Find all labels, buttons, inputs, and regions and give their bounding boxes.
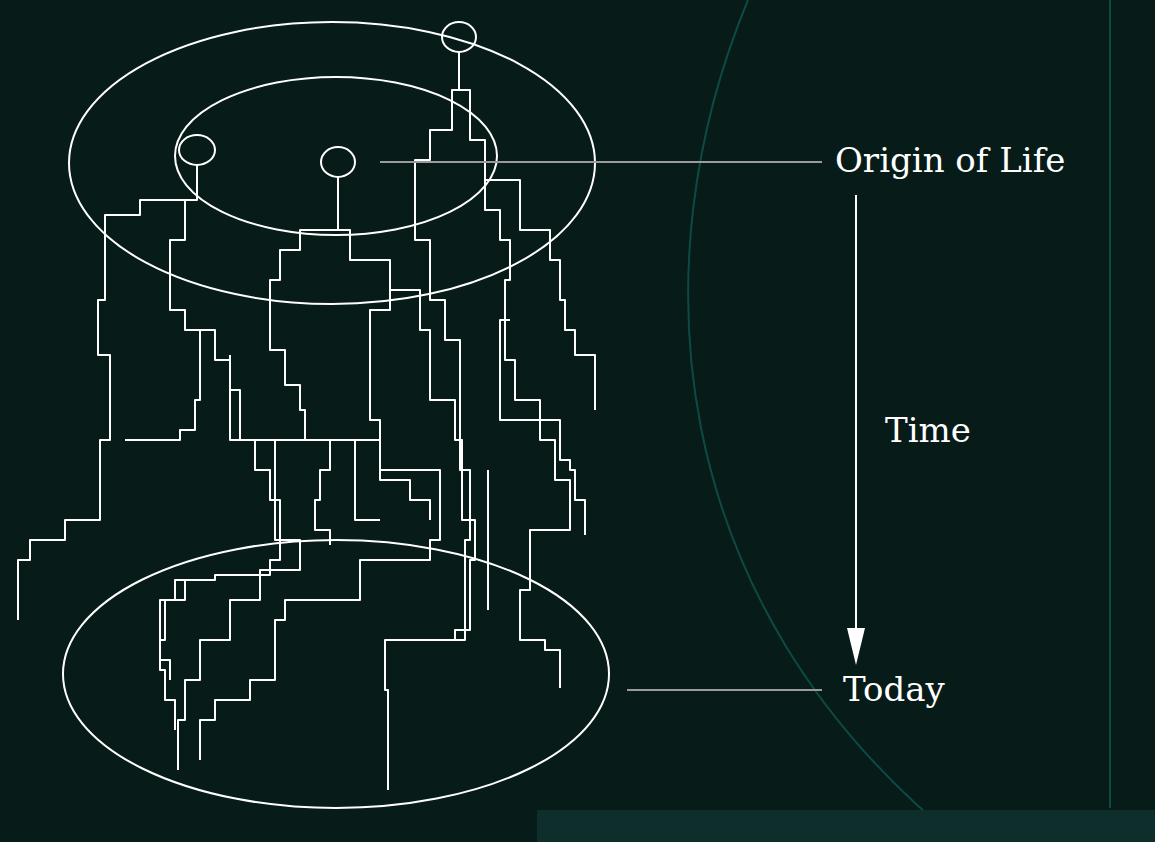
time-arrow-shaft — [855, 195, 857, 635]
origin-circle — [321, 147, 355, 177]
time-arrow-head — [847, 628, 865, 665]
axis-label: Today — [840, 670, 948, 709]
origin-circle — [179, 135, 215, 165]
footer-panel — [537, 810, 1155, 842]
origin-circle — [442, 22, 476, 52]
inner-origin-ellipse — [175, 77, 497, 235]
background-rule — [1109, 0, 1111, 808]
axis-label: Origin of Life — [832, 141, 1068, 180]
today-ellipse — [63, 540, 609, 808]
time-slices — [63, 22, 609, 808]
leader-line — [627, 689, 822, 691]
axis-label: Time — [882, 411, 974, 450]
leader-lines — [380, 162, 822, 690]
leader-line — [380, 161, 822, 163]
